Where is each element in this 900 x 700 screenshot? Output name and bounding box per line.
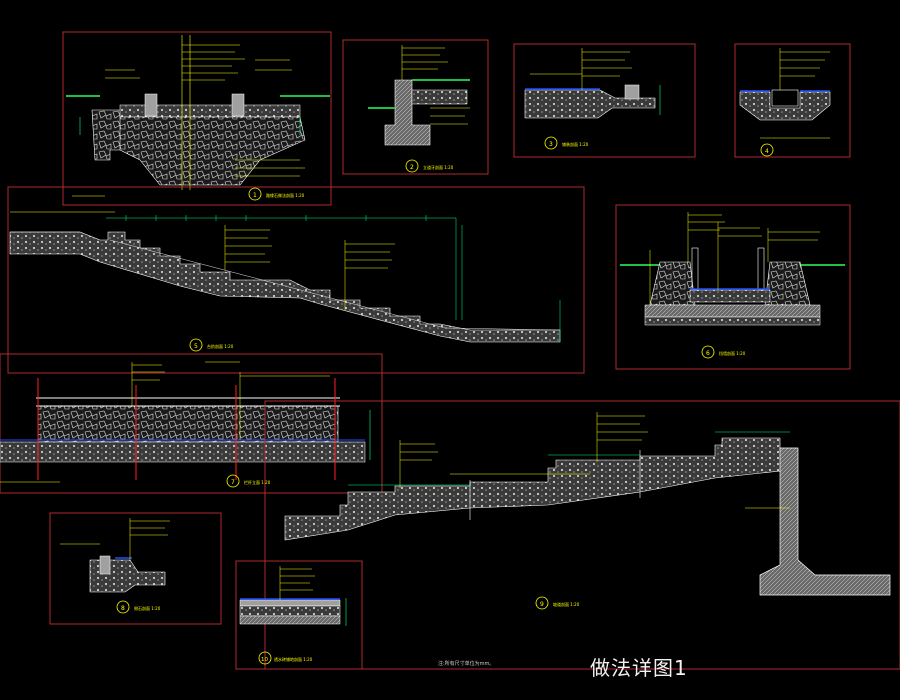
detail-10-number-badge — [258, 651, 272, 665]
drawing-note: 注:所有尺寸单位为mm。 — [438, 661, 495, 667]
detail-7-number-badge — [226, 474, 240, 488]
detail-3: 3 铺装剖面 1:20 — [513, 43, 696, 158]
detail-9-number-badge — [535, 596, 549, 610]
detail-3-frame — [513, 43, 696, 158]
detail-9-frame — [264, 400, 900, 670]
drawing-title: 做法详图1 — [590, 656, 688, 680]
detail-3-number-badge — [544, 136, 558, 150]
detail-9-number: 9 — [540, 601, 544, 608]
detail-10-number: 10 — [261, 657, 268, 663]
detail-9: 9 坡道剖面 1:20 — [264, 400, 900, 670]
detail-8: 8 侧石剖面 1:20 — [49, 512, 222, 625]
detail-4-frame — [734, 43, 851, 158]
detail-10: 10 透水砖铺地剖面 1:20 — [235, 560, 363, 670]
detail-2: 2 立道牙剖面 1:20 — [342, 39, 489, 175]
detail-2-frame — [342, 39, 489, 175]
detail-6: 6 挡墙剖面 1:20 — [615, 204, 851, 370]
detail-2-caption: 立道牙剖面 1:20 — [423, 164, 454, 170]
detail-5-caption: 台阶剖面 1:20 — [207, 343, 234, 349]
detail-4-number-badge — [760, 143, 774, 157]
detail-8-number: 8 — [121, 605, 125, 612]
detail-2-number-badge — [405, 159, 419, 173]
detail-3-number: 3 — [549, 141, 553, 148]
detail-6-number: 6 — [706, 350, 710, 357]
detail-5: 5 台阶剖面 1:20 — [7, 186, 585, 374]
detail-1-caption: 路缘石做法剖面 1:20 — [266, 192, 305, 198]
detail-5-number-badge — [189, 338, 203, 352]
detail-8-number-badge — [116, 600, 130, 614]
detail-6-frame — [615, 204, 851, 370]
detail-2-number: 2 — [410, 164, 414, 171]
detail-7-frame — [0, 353, 383, 494]
detail-8-frame — [49, 512, 222, 625]
detail-10-caption: 透水砖铺地剖面 1:20 — [274, 656, 313, 662]
detail-9-caption: 坡道剖面 1:20 — [553, 601, 580, 607]
detail-1-frame — [62, 31, 332, 206]
detail-4-number: 4 — [765, 148, 769, 155]
detail-5-frame — [7, 186, 585, 374]
detail-5-number: 5 — [194, 343, 198, 350]
detail-1-number-badge — [248, 187, 262, 201]
detail-3-caption: 铺装剖面 1:20 — [562, 141, 589, 147]
detail-1-number: 1 — [253, 192, 257, 199]
detail-4: 4 — [734, 43, 851, 158]
detail-6-number-badge — [701, 345, 715, 359]
detail-10-frame — [235, 560, 363, 670]
detail-7-caption: 栏杆立面 1:20 — [244, 479, 271, 485]
detail-8-caption: 侧石剖面 1:20 — [134, 605, 161, 611]
detail-7: 7 栏杆立面 1:20 — [0, 353, 383, 494]
detail-6-caption: 挡墙剖面 1:20 — [719, 350, 746, 356]
detail-1: 1 路缘石做法剖面 1:20 — [62, 31, 332, 206]
detail-7-number: 7 — [231, 479, 235, 486]
